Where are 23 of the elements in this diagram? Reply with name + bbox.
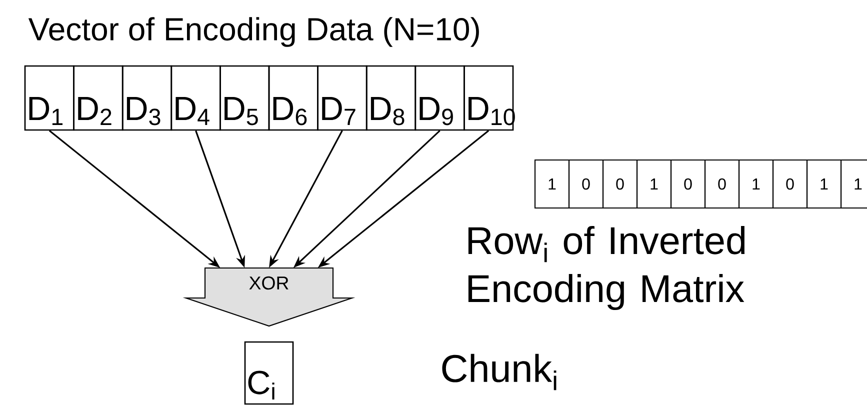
bit-cell: 0 xyxy=(772,159,808,209)
bit-cell: 1 xyxy=(840,159,867,209)
bit-cell: 0 xyxy=(602,159,638,209)
bit-cell: 0 xyxy=(704,159,740,209)
chunk-label: Chunk$_{i}$ xyxy=(442,354,556,390)
bit-cell: 1 xyxy=(806,159,842,209)
data-cell: D$_{6}$ xyxy=(268,65,318,131)
data-cell: D$_{7}$ xyxy=(317,65,368,131)
data-cell: D$_{5}$ xyxy=(220,65,270,131)
matrix-row-label: Row$_{i}$ of Inverted Encoding Matrix xyxy=(468,226,745,310)
bit-cell: 0 xyxy=(670,159,706,209)
bit-cell: 1 xyxy=(534,159,570,209)
data-cell: D$_{4}$ xyxy=(170,65,221,131)
data-cell: D$_{8}$ xyxy=(366,65,416,131)
bit-cell: 1 xyxy=(636,159,672,209)
data-cell: D$_{3}$ xyxy=(122,65,172,131)
chunk-box: C$_{i}$ xyxy=(244,341,294,405)
data-cell: D$_{2}$ xyxy=(73,65,124,131)
title: Vector of Encoding Data (N=10) xyxy=(28,17,479,47)
bit-cell: 1 xyxy=(738,159,774,209)
data-cell: D$_{1}$ xyxy=(24,65,74,131)
bit-cell: 0 xyxy=(568,159,604,209)
data-cell: D$_{9}$ xyxy=(414,65,465,131)
